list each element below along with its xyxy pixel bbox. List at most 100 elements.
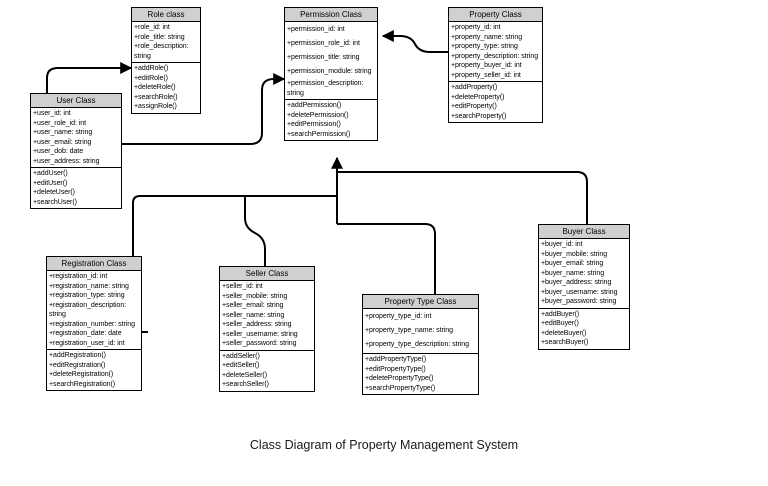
operation-row: +editUser() [33,179,68,187]
class-operations-permission: +addPermission() +deletePermission() +ed… [285,100,377,140]
attribute-row: +seller_email: string [222,302,284,309]
class-operations-registration: +addRegistration() +editRegistration() +… [47,350,141,390]
attribute-row: +role_title: string [134,33,185,41]
operation-row: +deleteUser() [33,189,75,196]
attribute-row: +property_seller_id: int [451,71,521,79]
attribute-row: +buyer_email: string [541,260,604,267]
operation-row: +deleteProperty() [451,93,505,101]
class-title-property: Property Class [449,8,542,22]
operation-row: +addBuyer() [541,310,580,318]
attribute-row: +property_type: string [451,43,518,50]
class-operations-user: +addUser() +editUser() +deleteUser() +se… [31,168,121,208]
operation-row: +editPermission() [287,121,341,128]
class-box-role[interactable]: Role class +role_id: int +role_title: st… [131,7,201,114]
operation-row: +addUser() [33,170,68,177]
attribute-row: +permission_role_id: int [287,40,360,47]
operation-row: +searchBuyer() [541,339,589,346]
class-title-seller: Seller Class [220,267,314,281]
attribute-row: +role_id: int [134,24,170,31]
class-attributes-permission: +permission_id: int +permission_role_id:… [285,22,377,100]
class-box-permission[interactable]: Permission Class +permission_id: int +pe… [284,7,378,141]
operation-row: +deleteRole() [134,84,176,91]
operation-row: +addPermission() [287,102,342,109]
diagram-caption: Class Diagram of Property Management Sys… [249,438,519,452]
class-title-registration: Registration Class [47,257,141,271]
attribute-row: +seller_name: string [222,311,285,319]
class-box-buyer[interactable]: Buyer Class +buyer_id: int +buyer_mobile… [538,224,630,350]
operation-row: +editPropertyType() [365,365,426,373]
class-box-registration[interactable]: Registration Class +registration_id: int… [46,256,142,391]
class-attributes-buyer: +buyer_id: int +buyer_mobile: string +bu… [539,239,629,309]
attribute-row: +property_description: string [451,52,539,60]
class-box-user[interactable]: User Class +user_id: int +user_role_id: … [30,93,122,209]
attribute-row: +seller_password: string [222,340,297,347]
class-title-user: User Class [31,94,121,108]
attribute-row: +user_id: int [33,110,71,117]
operation-row: +editSeller() [222,362,260,369]
attribute-row: +property_name: string [451,33,523,41]
attribute-row: +buyer_username: string [541,288,618,296]
operation-row: +searchUser() [33,198,77,206]
attribute-row: +buyer_name: string [541,269,605,277]
operation-row: +deleteSeller() [222,371,267,379]
attribute-row: +seller_username: string [222,330,298,338]
attribute-row: +user_dob: date [33,148,84,155]
attribute-row: +property_id: int [451,24,501,31]
attribute-row: +buyer_password: string [541,298,617,305]
class-operations-property-type: +addPropertyType() +editPropertyType() +… [363,354,478,394]
operation-row: +editProperty() [451,103,497,110]
operation-row: +assignRole() [134,103,177,110]
assoc-bus-seller [244,196,266,266]
attribute-row: +user_address: string [33,157,100,165]
attribute-row: +property_type_id: int [365,313,432,320]
class-title-permission: Permission Class [285,8,377,22]
class-attributes-property: +property_id: int +property_name: string… [449,22,542,82]
class-title-property-type: Property Type Class [363,295,478,309]
class-attributes-seller: +seller_id: int +seller_mobile: string +… [220,281,314,351]
operation-row: +editBuyer() [541,320,579,327]
operation-row: +addSeller() [222,352,260,360]
class-attributes-role: +role_id: int +role_title: string +role_… [132,22,200,63]
class-box-seller[interactable]: Seller Class +seller_id: int +seller_mob… [219,266,315,392]
attribute-row: +registration_user_id: int [49,339,125,347]
assoc-bus-propertytype [337,223,436,294]
attribute-row: +buyer_address: string [541,279,612,286]
class-operations-seller: +addSeller() +editSeller() +deleteSeller… [220,351,314,391]
attribute-row: +permission_title: string [287,54,360,61]
operation-row: +searchPermission() [287,130,351,138]
attribute-row: +registration_id: int [49,273,108,280]
class-title-role: Role class [132,8,200,22]
attribute-row: +role_description: string [134,43,189,60]
assoc-user-role [46,62,133,96]
class-operations-property: +addProperty() +deleteProperty() +editPr… [449,82,542,122]
class-box-property-type[interactable]: Property Type Class +property_type_id: i… [362,294,479,395]
attribute-row: +seller_mobile: string [222,292,288,300]
attribute-row: +property_type_description: string [365,341,469,348]
attribute-row: +property_type_name: string [365,327,453,334]
attribute-row: +permission_id: int [287,26,345,33]
operation-row: +addRole() [134,65,169,72]
operation-row: +editRegistration() [49,361,106,369]
attribute-row: +property_buyer_id: int [451,62,522,69]
class-operations-buyer: +addBuyer() +editBuyer() +deleteBuyer() … [539,309,629,349]
class-operations-role: +addRole() +editRole() +deleteRole() +se… [132,63,200,113]
class-attributes-user: +user_id: int +user_role_id: int +user_n… [31,108,121,168]
attribute-row: +registration_description: string [49,301,127,319]
operation-row: +searchSeller() [222,381,269,388]
attribute-row: +user_name: string [33,129,93,136]
attribute-row: +permission_description: string [287,80,364,97]
class-box-property[interactable]: Property Class +property_id: int +proper… [448,7,543,123]
attribute-row: +seller_id: int [222,283,263,290]
operation-row: +searchRole() [134,93,178,101]
operation-row: +editRole() [134,74,168,82]
attribute-row: +seller_address: string [222,321,292,328]
attribute-row: +buyer_mobile: string [541,250,608,258]
class-attributes-registration: +registration_id: int +registration_name… [47,271,141,350]
operation-row: +addPropertyType() [365,356,427,363]
class-title-buyer: Buyer Class [539,225,629,239]
operation-row: +addRegistration() [49,352,106,359]
operation-row: +deletePropertyType() [365,375,434,382]
operation-row: +searchPropertyType() [365,384,436,392]
